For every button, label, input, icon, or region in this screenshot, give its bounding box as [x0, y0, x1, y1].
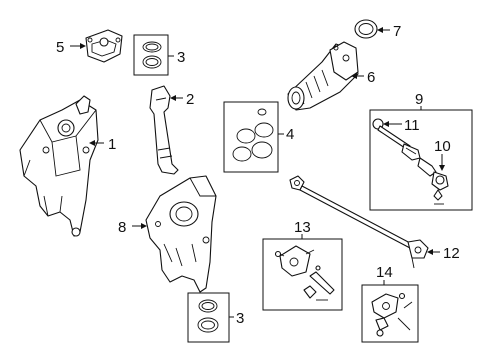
callout-5: 5 — [56, 39, 64, 56]
tie-rod-assembly — [372, 118, 449, 205]
callout-11: 11 — [404, 117, 420, 134]
part-2-pin — [149, 85, 179, 175]
part-1-steering-gear — [19, 95, 99, 237]
callout-12: 12 — [443, 245, 460, 262]
callout-4: 4 — [286, 126, 294, 143]
seal-rings-bottom — [197, 299, 219, 333]
callout-14: 14 — [376, 264, 393, 281]
callout-1: 1 — [108, 136, 116, 153]
callout-2: 2 — [186, 91, 194, 108]
pitman-arm-kit-box-14 — [361, 284, 419, 343]
callout-6: 6 — [367, 69, 375, 86]
seal-rings-4 — [232, 108, 274, 162]
seal-rings-top — [142, 41, 162, 69]
callout-7: 7 — [393, 23, 401, 40]
part-12-drag-link — [289, 175, 429, 269]
callout-9: 9 — [415, 91, 423, 108]
part-5-mount — [85, 29, 123, 63]
callout-13: 13 — [294, 219, 311, 236]
callout-3-bottom: 3 — [236, 310, 244, 327]
seal-kit-box-4 — [223, 101, 279, 173]
callout-3-top: 3 — [177, 49, 185, 66]
pitman-arm-parts — [371, 292, 413, 337]
callout-10: 10 — [434, 138, 451, 155]
seal-kit-box-top — [133, 34, 169, 76]
part-6-shaft-housing — [287, 41, 359, 111]
callout-8: 8 — [118, 219, 126, 236]
part-7-ring — [354, 19, 378, 39]
part-8-gear-housing — [145, 175, 217, 293]
idler-arm-parts — [274, 245, 335, 301]
